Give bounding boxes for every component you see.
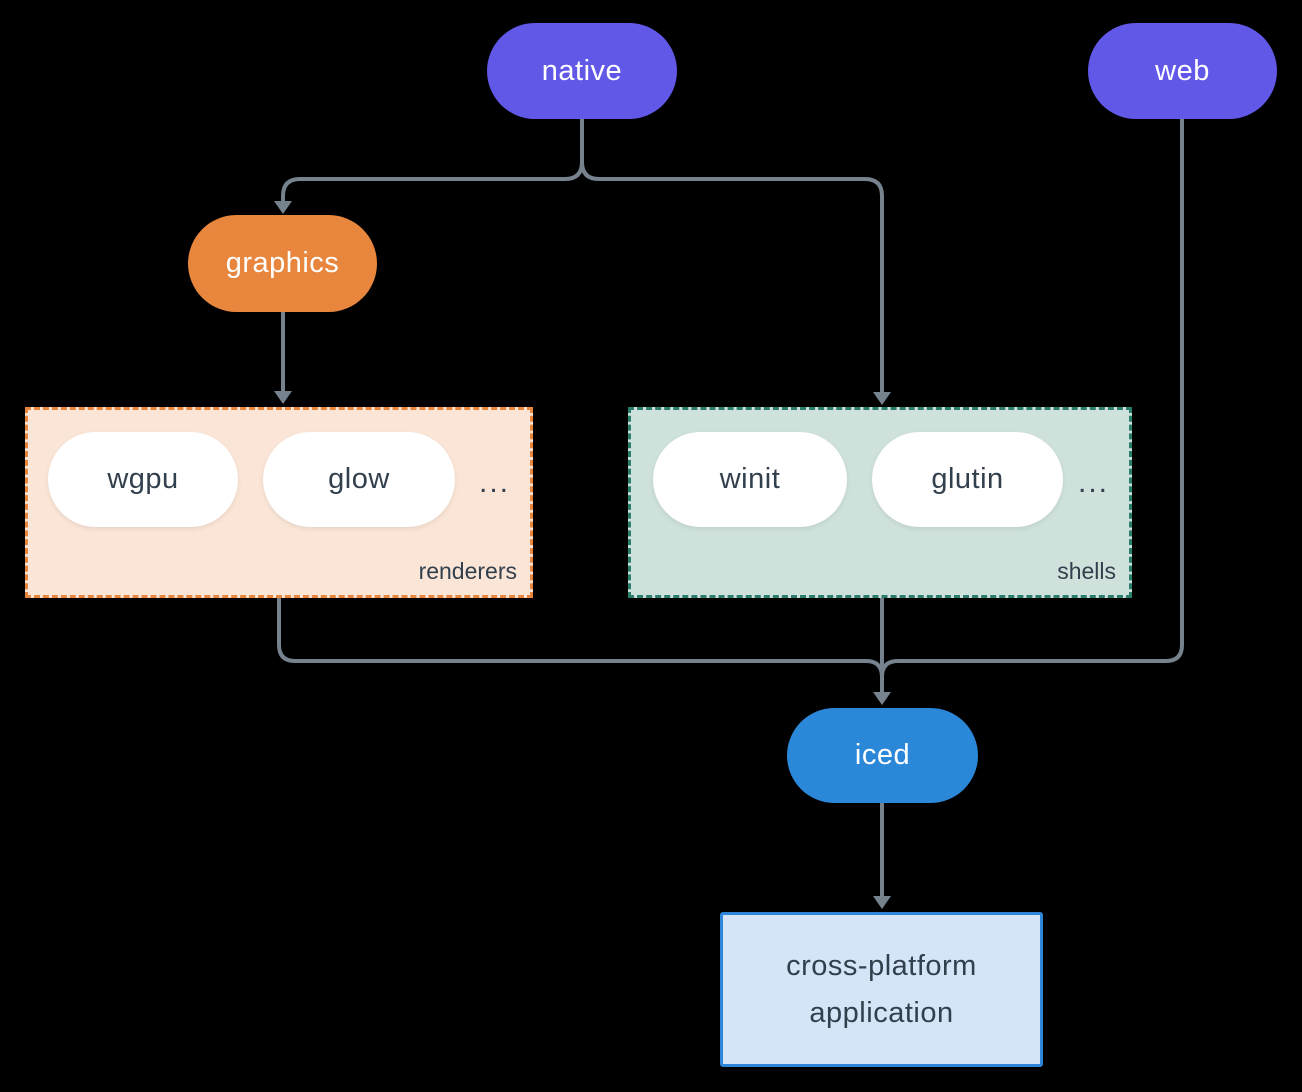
node-web-label: web <box>1155 54 1210 87</box>
edge-renderers-iced <box>277 597 884 684</box>
group-shells-ellipsis: ... <box>1077 466 1109 499</box>
arrowhead-shells <box>873 392 891 405</box>
arrowhead-application <box>873 896 891 909</box>
node-glutin: glutin <box>872 432 1063 527</box>
node-glow-label: glow <box>328 463 390 495</box>
node-iced: iced <box>787 708 978 803</box>
node-native: native <box>487 23 677 119</box>
node-glutin-label: glutin <box>931 463 1004 495</box>
group-shells-label: shells <box>1057 558 1116 584</box>
group-renderers-ellipsis: ... <box>478 466 510 499</box>
node-wgpu-label: wgpu <box>107 463 179 495</box>
edge-native-graphics <box>281 117 584 203</box>
node-graphics: graphics <box>188 215 377 312</box>
node-winit-label: winit <box>719 463 781 495</box>
arrowhead-renderers <box>274 391 292 404</box>
node-winit: winit <box>653 432 847 527</box>
node-wgpu: wgpu <box>48 432 238 527</box>
edge-native-shells <box>580 117 884 394</box>
app-box-line2: application <box>809 996 954 1029</box>
app-box-line1: cross-platform <box>786 950 977 983</box>
node-web: web <box>1088 23 1277 119</box>
node-iced-label: iced <box>854 739 911 771</box>
node-native-label: native <box>541 54 623 87</box>
node-cross-platform-application: cross-platform application <box>720 912 1043 1067</box>
node-glow: glow <box>263 432 455 527</box>
arrowhead-graphics <box>274 201 292 214</box>
arrowhead-iced <box>873 692 891 705</box>
node-graphics-label: graphics <box>225 247 340 279</box>
group-renderers-label: renderers <box>418 558 517 584</box>
